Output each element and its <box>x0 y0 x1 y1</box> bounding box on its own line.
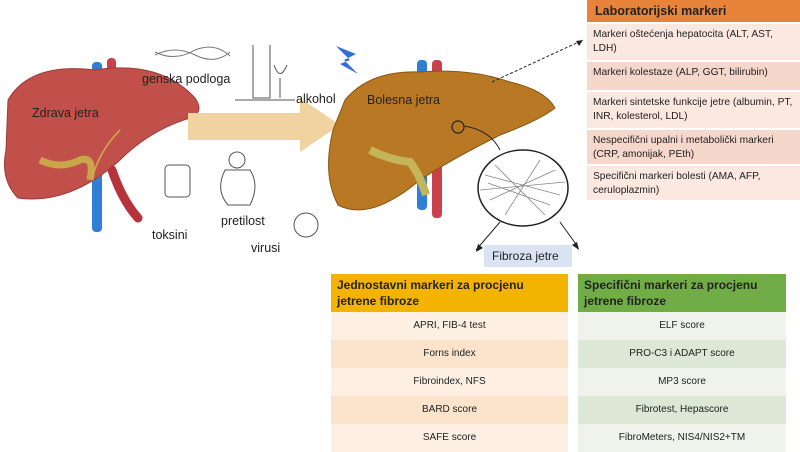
gallbladder-icon <box>38 155 95 181</box>
simple-markers-title: Jednostavni markeri za procjenu jetrene … <box>331 274 568 312</box>
specific-marker-row: MP3 score <box>578 368 786 396</box>
lab-marker-row: Markeri kolestaze (ALP, GGT, bilirubin) <box>587 60 800 90</box>
specific-marker-row: Fibrotest, Hepascore <box>578 396 786 424</box>
virus-icon <box>293 212 319 238</box>
lab-markers-title: Laboratorijski markeri <box>587 0 800 22</box>
specific-marker-row: FibroMeters, NIS4/NIS2+TM <box>578 424 786 452</box>
specific-markers-table: Specifični markeri za procjenu jetrene f… <box>578 274 786 452</box>
lab-markers-panel: Laboratorijski markeri Markeri oštećenja… <box>587 0 800 200</box>
simple-marker-row: BARD score <box>331 396 568 424</box>
fibrosis-label: Fibroza jetre <box>484 245 572 267</box>
toxins-label: toksini <box>152 228 188 242</box>
simple-marker-row: Fibroindex, NFS <box>331 368 568 396</box>
simple-marker-row: Forns index <box>331 340 568 368</box>
progression-arrow <box>188 98 340 152</box>
genetics-label: genska podloga <box>142 72 231 86</box>
simple-markers-table: Jednostavni markeri za procjenu jetrene … <box>331 274 568 452</box>
wine-bottle-icon <box>252 45 271 99</box>
lab-marker-row: Markeri oštećenja hepatocita (ALT, AST, … <box>587 22 800 60</box>
diseased-liver-label: Bolesna jetra <box>367 93 440 107</box>
dna-icon <box>154 49 231 60</box>
fibrosis-zoom-icon <box>477 149 569 227</box>
specific-marker-row: ELF score <box>578 312 786 340</box>
lightning-icon <box>336 46 358 74</box>
healthy-liver-label: Zdrava jetra <box>32 106 99 120</box>
lab-marker-row: Nespecifični upalni i metabolički marker… <box>587 128 800 164</box>
wine-glass-icon <box>273 64 288 98</box>
toxin-jar-icon <box>164 164 191 198</box>
viruses-label: virusi <box>251 241 281 255</box>
specific-markers-title: Specifični markeri za procjenu jetrene f… <box>578 274 786 312</box>
lab-marker-row: Specifični markeri bolesti (AMA, AFP, ce… <box>587 164 800 200</box>
specific-markers-list: ELF score PRO-C3 i ADAPT score MP3 score… <box>578 312 786 452</box>
alcohol-label: alkohol <box>296 92 336 106</box>
diseased-liver-icon <box>328 70 556 211</box>
simple-marker-row: SAFE score <box>331 424 568 452</box>
simple-marker-row: APRI, FIB-4 test <box>331 312 568 340</box>
obese-person-icon <box>228 151 246 169</box>
lab-markers-list: Markeri oštećenja hepatocita (ALT, AST, … <box>587 22 800 200</box>
simple-markers-list: APRI, FIB-4 test Forns index Fibroindex,… <box>331 312 568 452</box>
lab-marker-row: Markeri sintetske funkcije jetre (albumi… <box>587 90 800 128</box>
specific-marker-row: PRO-C3 i ADAPT score <box>578 340 786 368</box>
obesity-label: pretilost <box>221 214 265 228</box>
